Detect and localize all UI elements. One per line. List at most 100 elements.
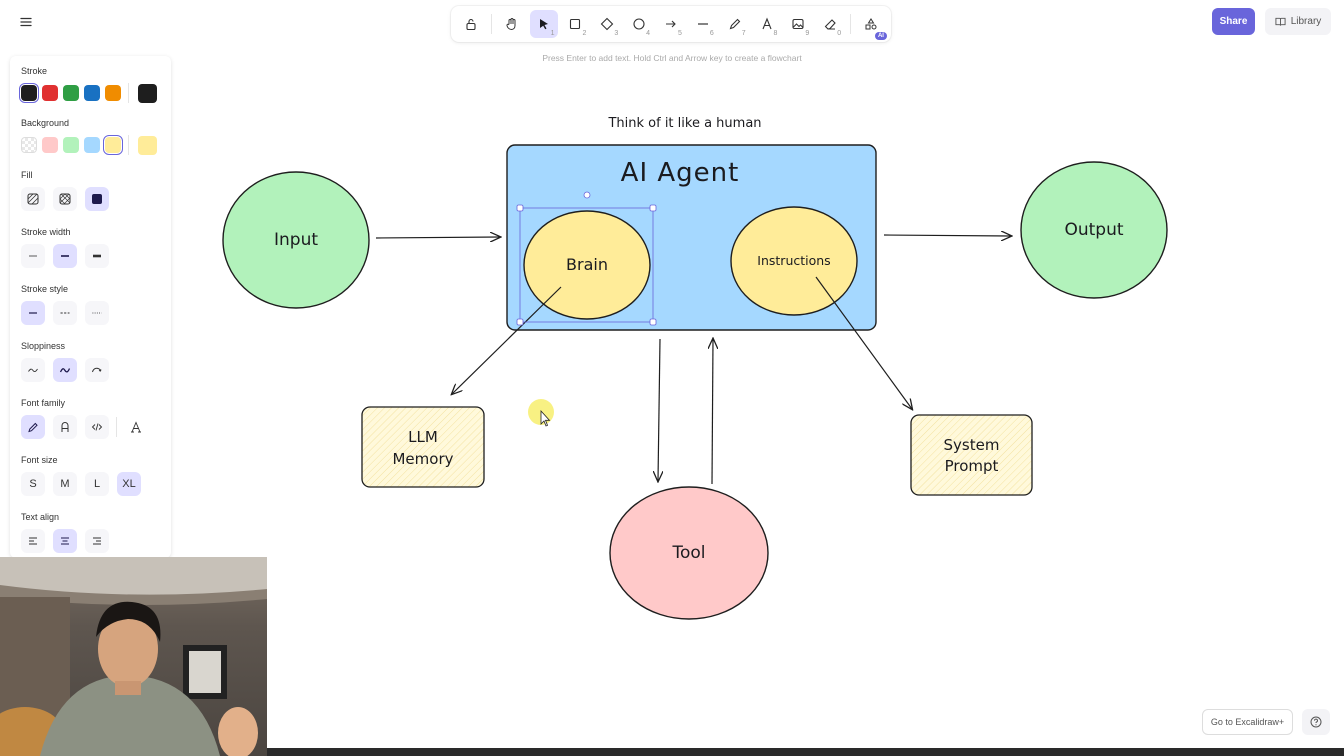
selection-tool[interactable]: 1 <box>529 10 558 38</box>
font-size-m[interactable]: M <box>53 472 77 496</box>
arrow-agent-to-output[interactable] <box>883 235 1011 236</box>
shortcut-key: 7 <box>741 30 746 37</box>
background-swatch-transparent[interactable] <box>21 137 37 153</box>
swatch-divider <box>128 135 129 155</box>
sloppiness-architect[interactable] <box>21 358 45 382</box>
fill-hachure-option[interactable] <box>21 187 45 211</box>
shortcut-key: 0 <box>837 30 842 37</box>
thin-line-icon <box>29 255 37 257</box>
arrow-input-to-agent[interactable] <box>375 237 500 238</box>
background-current-color[interactable] <box>138 136 157 155</box>
cursor-highlight <box>528 399 554 425</box>
goto-excalidraw-plus-button[interactable]: Go to Excalidraw+ <box>1202 709 1293 735</box>
ellipse-tool[interactable]: 4 <box>625 10 653 38</box>
arrow-tool[interactable]: 5 <box>657 10 685 38</box>
more-tools[interactable]: AI <box>857 10 887 40</box>
system-prompt-line1: System <box>943 436 1000 454</box>
llm-memory-line1: LLM <box>408 428 438 446</box>
font-size-label: Font size <box>21 455 58 465</box>
fill-crosshatch-option[interactable] <box>53 187 77 211</box>
system-prompt-label[interactable]: System Prompt <box>911 435 1032 477</box>
text-tool[interactable]: 8 <box>753 10 781 38</box>
pencil-icon <box>28 422 38 433</box>
font-normal[interactable] <box>53 415 77 439</box>
background-swatch-pink[interactable] <box>42 137 58 153</box>
tool-label[interactable]: Tool <box>672 543 706 563</box>
sloppiness-cartoonist[interactable] <box>85 358 109 382</box>
shortcut-key: 1 <box>550 30 555 37</box>
subtitle-text[interactable]: Think of it like a human <box>608 116 762 131</box>
stroke-style-dotted[interactable] <box>85 301 109 325</box>
font-hand-drawn[interactable] <box>21 415 45 439</box>
stroke-style-dashed[interactable] <box>53 301 77 325</box>
arrow-instructions-to-prompt[interactable] <box>815 276 912 409</box>
stroke-swatch-black[interactable] <box>19 83 39 103</box>
rectangle-tool[interactable]: 2 <box>562 10 590 38</box>
pencil-icon <box>729 18 740 30</box>
stroke-swatch-blue[interactable] <box>84 85 100 101</box>
llm-memory-label[interactable]: LLM Memory <box>362 426 484 470</box>
shortcut-key: 3 <box>614 30 619 37</box>
align-right-icon <box>93 537 101 545</box>
text-align-left[interactable] <box>21 529 45 553</box>
stroke-width-thin[interactable] <box>21 244 45 268</box>
arrow-icon <box>665 20 676 28</box>
shortcut-key: 6 <box>709 30 714 37</box>
stroke-swatch-red[interactable] <box>42 85 58 101</box>
eraser-icon <box>824 19 836 30</box>
system-prompt-line2: Prompt <box>944 457 999 475</box>
hand-tool[interactable] <box>498 10 526 38</box>
text-align-center[interactable] <box>53 529 77 553</box>
sloppiness-label: Sloppiness <box>21 341 66 351</box>
shortcut-key: 2 <box>582 30 587 37</box>
bold-line-icon <box>61 255 69 257</box>
stroke-width-bold[interactable] <box>53 244 77 268</box>
font-size-l[interactable]: L <box>85 472 109 496</box>
font-more[interactable] <box>124 415 148 439</box>
font-size-s[interactable]: S <box>21 472 45 496</box>
stroke-swatch-orange[interactable] <box>105 85 121 101</box>
help-button[interactable] <box>1302 709 1330 735</box>
sloppiness-artist[interactable] <box>53 358 77 382</box>
solid-line-icon <box>29 312 37 314</box>
text-align-right[interactable] <box>85 529 109 553</box>
llm-memory-line2: Memory <box>392 450 454 468</box>
background-swatch-green[interactable] <box>63 137 79 153</box>
diamond-icon <box>601 17 614 31</box>
arrow-brain-to-memory[interactable] <box>452 286 562 394</box>
input-label[interactable]: Input <box>273 230 319 250</box>
instructions-label[interactable]: Instructions <box>757 253 831 268</box>
help-icon <box>1310 716 1322 728</box>
video-bottom-bar <box>267 748 1344 756</box>
stroke-style-solid[interactable] <box>21 301 45 325</box>
stroke-current-color[interactable] <box>138 84 157 103</box>
stroke-width-extra-bold[interactable] <box>85 244 109 268</box>
ai-badge: AI <box>874 32 887 40</box>
dotted-line-icon <box>92 312 102 314</box>
eraser-tool[interactable]: 0 <box>816 10 844 38</box>
hachure-icon <box>27 193 39 205</box>
output-label[interactable]: Output <box>1064 220 1124 240</box>
fill-solid-option[interactable] <box>85 187 109 211</box>
toolbar-divider <box>850 14 852 34</box>
font-size-xl[interactable]: XL <box>117 472 141 496</box>
line-tool[interactable]: 6 <box>689 10 717 38</box>
background-swatch-blue[interactable] <box>84 137 100 153</box>
lock-tool[interactable] <box>457 10 485 38</box>
font-code[interactable] <box>85 415 109 439</box>
background-swatch-yellow[interactable] <box>103 135 123 155</box>
library-button[interactable]: Library <box>1265 8 1331 35</box>
draw-tool[interactable]: 7 <box>721 10 749 38</box>
font-a-icon <box>61 422 69 432</box>
share-button[interactable]: Share <box>1212 8 1255 35</box>
stroke-swatch-green[interactable] <box>63 85 79 101</box>
arrow-agent-to-tool[interactable] <box>658 338 660 481</box>
image-tool[interactable]: 9 <box>784 10 812 38</box>
brain-label[interactable]: Brain <box>566 255 608 274</box>
main-menu-button[interactable] <box>12 8 40 36</box>
crosshatch-icon <box>59 193 71 205</box>
text-align-label: Text align <box>21 512 60 522</box>
arrow-tool-to-agent[interactable] <box>712 339 713 485</box>
ai-agent-title[interactable]: AI Agent <box>620 158 740 188</box>
diamond-tool[interactable]: 3 <box>593 10 621 38</box>
